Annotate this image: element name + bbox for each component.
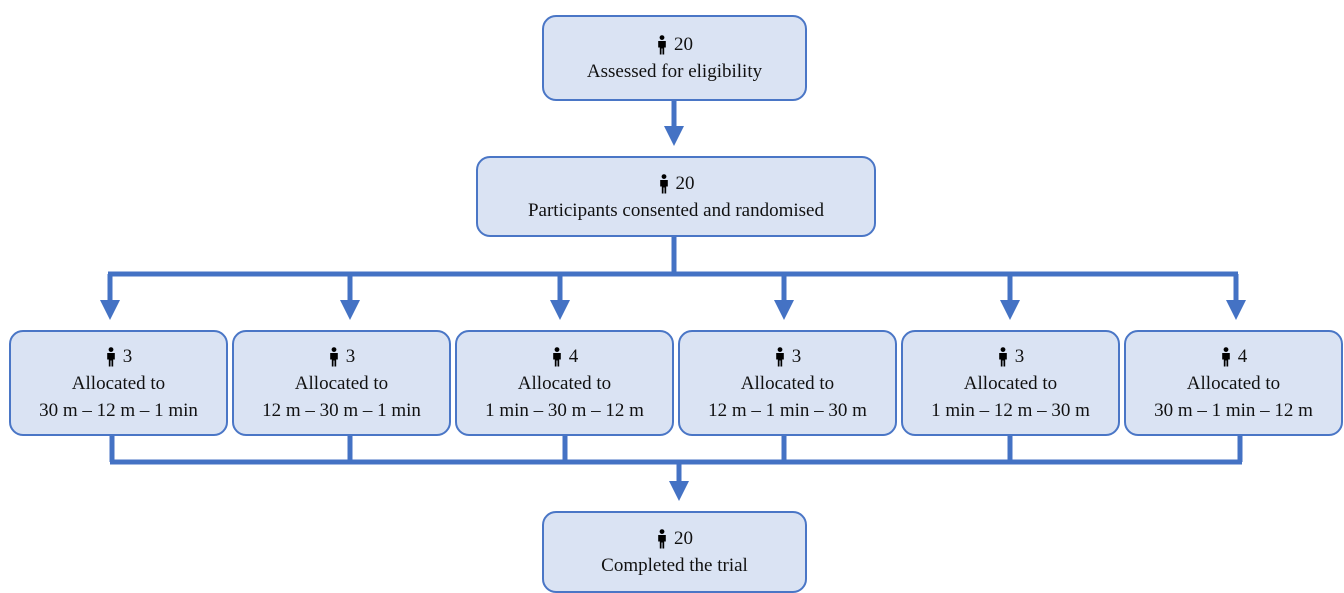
randomised-count: 20 [675,172,695,194]
arm-box-4: 3 Allocated to 12 m – 1 min – 30 m [678,330,897,436]
arm-sequence: 1 min – 12 m – 30 m [931,399,1090,421]
person-icon [997,346,1009,367]
arm-count: 4 [568,345,579,367]
person-icon [774,346,786,367]
arm-count-line: 3 [328,343,356,370]
person-icon [656,529,668,549]
arm-label: Allocated to [517,372,612,394]
arm-box-6: 4 Allocated to 30 m – 1 min – 12 m [1124,330,1343,436]
completed-count-line: 20 [656,525,693,552]
person-icon [658,173,670,194]
arm-sequence: 30 m – 12 m – 1 min [39,399,198,421]
arm-sequence: 12 m – 1 min – 30 m [708,399,867,421]
randomised-count-line: 20 [658,170,695,197]
arm-box-3: 4 Allocated to 1 min – 30 m – 12 m [455,330,674,436]
arm-label: Allocated to [294,372,389,394]
arm-box-2: 3 Allocated to 12 m – 30 m – 1 min [232,330,451,436]
assessed-count-line: 20 [656,31,693,58]
arm-box-1: 3 Allocated to 30 m – 12 m – 1 min [9,330,228,436]
arm-count-line: 4 [1220,343,1248,370]
arm-count: 3 [345,345,356,367]
arm-count: 3 [1014,345,1025,367]
arm-sequence: 12 m – 30 m – 1 min [262,399,421,421]
arm-count-line: 3 [997,343,1025,370]
arm-label: Allocated to [1186,372,1281,394]
assessed-count: 20 [674,34,693,55]
randomised-box: 20 Participants consented and randomised [476,156,876,237]
person-icon [105,346,117,367]
arm-count-line: 3 [774,343,802,370]
person-icon [328,346,340,367]
arm-sequence: 1 min – 30 m – 12 m [485,399,644,421]
arm-label: Allocated to [71,372,166,394]
completed-box: 20 Completed the trial [542,511,807,593]
person-icon [551,346,563,367]
arm-label: Allocated to [740,372,835,394]
arm-count-line: 4 [551,343,579,370]
arm-count-line: 3 [105,343,133,370]
completed-count: 20 [674,528,693,549]
arm-count: 4 [1237,345,1248,367]
completed-label: Completed the trial [601,555,748,576]
person-icon [656,35,668,55]
randomised-label: Participants consented and randomised [527,199,824,221]
arm-count: 3 [791,345,802,367]
assessed-label: Assessed for eligibility [586,61,763,82]
arm-sequence: 30 m – 1 min – 12 m [1154,399,1313,421]
arm-label: Allocated to [963,372,1058,394]
person-icon [1220,346,1232,367]
arm-count: 3 [122,345,133,367]
arm-box-5: 3 Allocated to 1 min – 12 m – 30 m [901,330,1120,436]
assessed-box: 20 Assessed for eligibility [542,15,807,101]
